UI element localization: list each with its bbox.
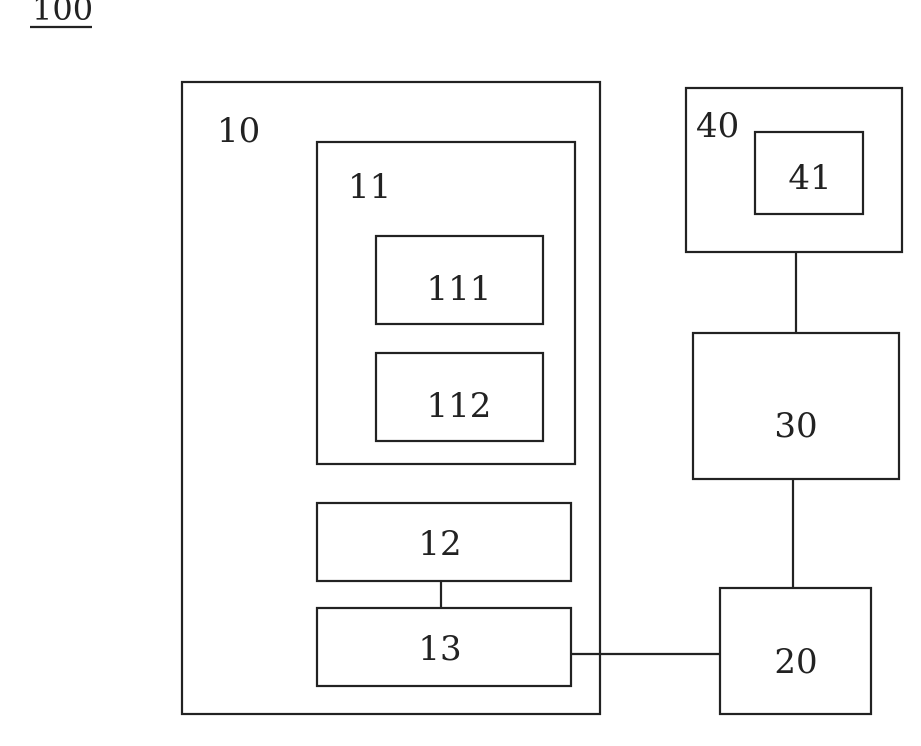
block-30-label: 30 [774, 406, 817, 446]
block-111-label: 111 [427, 269, 492, 309]
block-40-label: 40 [696, 106, 739, 146]
block-11-label: 11 [348, 167, 391, 207]
block-10-label: 10 [217, 111, 260, 151]
block-41-label: 41 [788, 158, 831, 198]
block-112-label: 112 [427, 386, 492, 426]
block-13-label: 13 [418, 629, 461, 669]
block-12-label: 12 [418, 524, 461, 564]
block-20-label: 20 [774, 642, 817, 682]
figure-reference-number: 100 [32, 0, 93, 28]
